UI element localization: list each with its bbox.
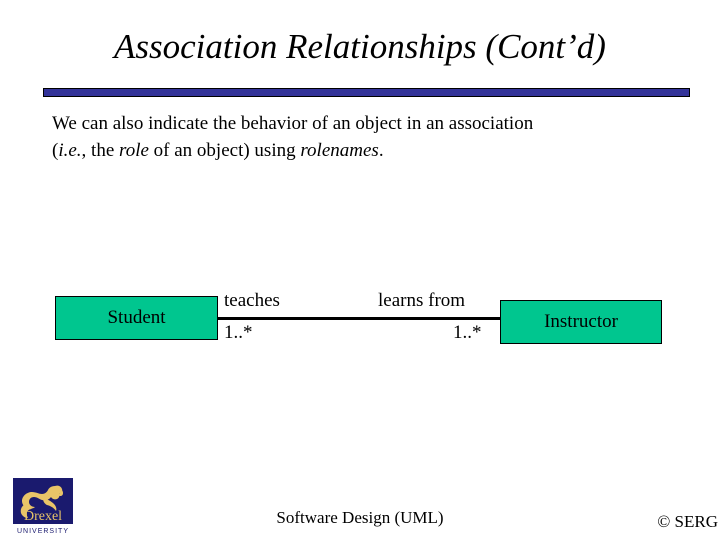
multiplicity-student-end: 1..* — [224, 322, 253, 343]
uml-class-student-label: Student — [107, 307, 166, 328]
multiplicity-instructor-end: 1..* — [453, 322, 482, 343]
drexel-wordmark: Drexel — [24, 509, 62, 524]
uml-class-student: Student — [55, 296, 218, 340]
body-line-1: We can also indicate the behavior of an … — [52, 110, 692, 137]
drexel-university-logo: Drexel UNIVERSITY — [13, 478, 73, 535]
body-emphasis-ie: i.e. — [58, 140, 82, 161]
body-text-using: of an object) using — [148, 140, 301, 161]
uml-class-instructor-label: Instructor — [544, 311, 618, 332]
uml-class-instructor: Instructor — [500, 300, 662, 344]
rolename-learns-from: learns from — [378, 290, 466, 311]
drexel-logo-icon: Drexel UNIVERSITY — [13, 478, 73, 535]
association-line — [217, 317, 501, 320]
body-line-2: (i.e., the role of an object) using role… — [52, 137, 692, 164]
body-emphasis-role: role — [119, 140, 149, 161]
body-text-the: , the — [81, 140, 120, 161]
body-paren-open: ( — [52, 140, 59, 161]
body-paragraph: We can also indicate the behavior of an … — [52, 110, 692, 164]
body-period: . — [378, 140, 384, 161]
drexel-university-subtitle: UNIVERSITY — [17, 528, 69, 535]
body-emphasis-rolenames: rolenames — [300, 140, 379, 161]
uml-association-diagram: Student Instructor teaches learns from 1… — [0, 280, 720, 370]
rolename-teaches: teaches — [224, 290, 280, 311]
title-accent-bar — [43, 88, 690, 97]
footer-title: Software Design (UML) — [276, 508, 444, 527]
footer-copyright: © SERG — [657, 512, 718, 531]
body-line-1-text: We can also indicate the behavior of an … — [52, 113, 534, 134]
page-title: Association Relationships (Cont’d) — [114, 27, 606, 66]
